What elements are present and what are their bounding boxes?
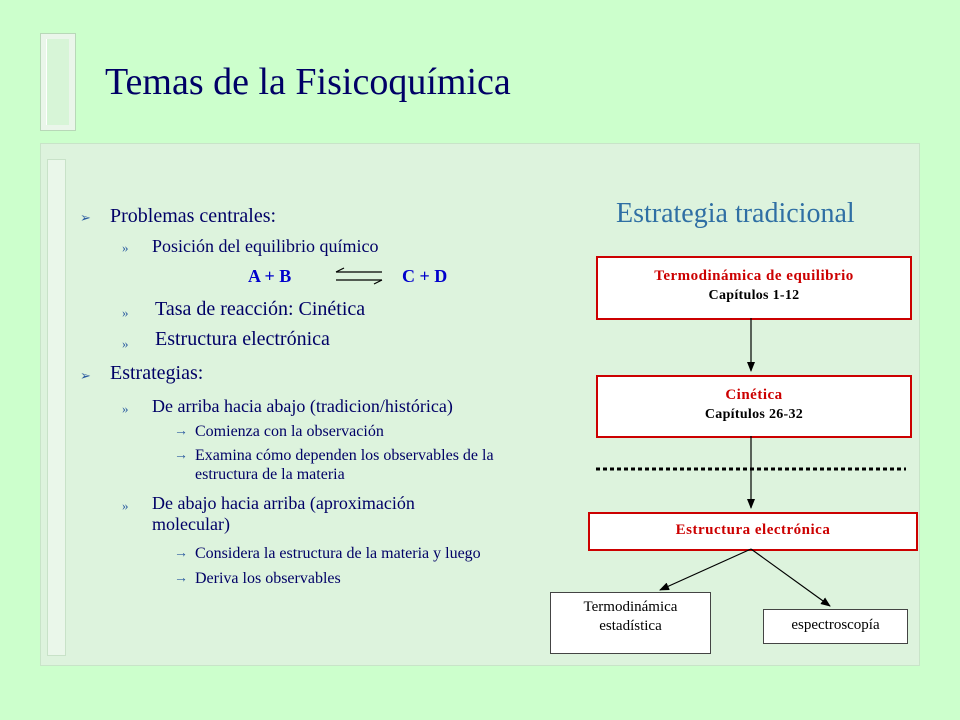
box-termodinamica-sub: Capítulos 1-12: [708, 288, 800, 303]
box-cinetica: Cinética Capítulos 26-32: [596, 375, 912, 438]
sub-bullet-icon: »: [122, 336, 129, 351]
bullet-abajo-arriba-line1: De abajo hacia arriba (aproximación: [152, 493, 415, 513]
equation-right: C + D: [402, 266, 448, 286]
box-termodinamica-title: Termodinámica de equilibrio: [654, 268, 854, 284]
box-cinetica-sub: Capítulos 26-32: [704, 407, 804, 422]
strategy-heading: Estrategia tradicional: [616, 198, 855, 229]
bullet-estrategias: Estrategias:: [110, 362, 204, 384]
box-estructura-title: Estructura electrónica: [675, 522, 831, 538]
bullet-tasa: Tasa de reacción: Cinética: [155, 298, 366, 320]
box-estadistica-line1: Termodinámica: [583, 599, 678, 615]
bullet-examina-line1: Examina cómo dependen los observables de…: [195, 447, 494, 464]
page-title: Temas de la Fisicoquímica: [105, 61, 511, 103]
connector-arrow: [659, 548, 752, 591]
bullet-posicion: Posición del equilibrio químico: [152, 236, 379, 256]
sub-sub-bullet-icon: →: [174, 571, 188, 586]
box-espectroscopia-label: espectroscopía: [791, 617, 880, 633]
sub-bullet-icon: »: [122, 498, 129, 513]
box-estadistica-line2: estadística: [599, 618, 662, 634]
bullet-arriba-abajo: De arriba hacia abajo (tradicion/históri…: [152, 396, 453, 416]
sub-sub-bullet-icon: →: [174, 424, 188, 439]
bullet-arrow-icon: ➢: [80, 210, 91, 225]
box-espectroscopia: espectroscopía: [763, 609, 908, 644]
box-estructura-electronica: Estructura electrónica: [588, 512, 918, 551]
box-cinetica-title: Cinética: [725, 387, 783, 403]
sub-sub-bullet-icon: →: [174, 448, 188, 463]
bullet-arrow-icon: ➢: [80, 368, 91, 383]
sub-bullet-icon: »: [122, 305, 129, 320]
content-accent-bar: [47, 159, 66, 656]
equilibrium-arrow-icon: [335, 267, 383, 285]
box-termodinamica-equilibrio: Termodinámica de equilibrio Capítulos 1-…: [596, 256, 912, 320]
sub-bullet-icon: »: [122, 401, 129, 416]
bullet-problemas: Problemas centrales:: [110, 205, 277, 227]
bullet-abajo-arriba-line2: molecular): [152, 514, 230, 534]
title-accent-bar-inner: [46, 39, 69, 125]
bullet-estructura: Estructura electrónica: [155, 328, 330, 350]
bullet-considera: Considera la estructura de la materia y …: [195, 545, 481, 562]
sub-sub-bullet-icon: →: [174, 546, 188, 561]
bullet-comienza: Comienza con la observación: [195, 423, 384, 440]
sub-bullet-icon: »: [122, 240, 129, 255]
bullet-examina-line2: estructura de la materia: [195, 466, 345, 483]
bullet-deriva: Deriva los observables: [195, 570, 341, 587]
equation-left: A + B: [248, 266, 292, 286]
box-termodinamica-estadistica: Termodinámica estadística: [550, 592, 711, 654]
connector-arrow: [750, 548, 831, 607]
